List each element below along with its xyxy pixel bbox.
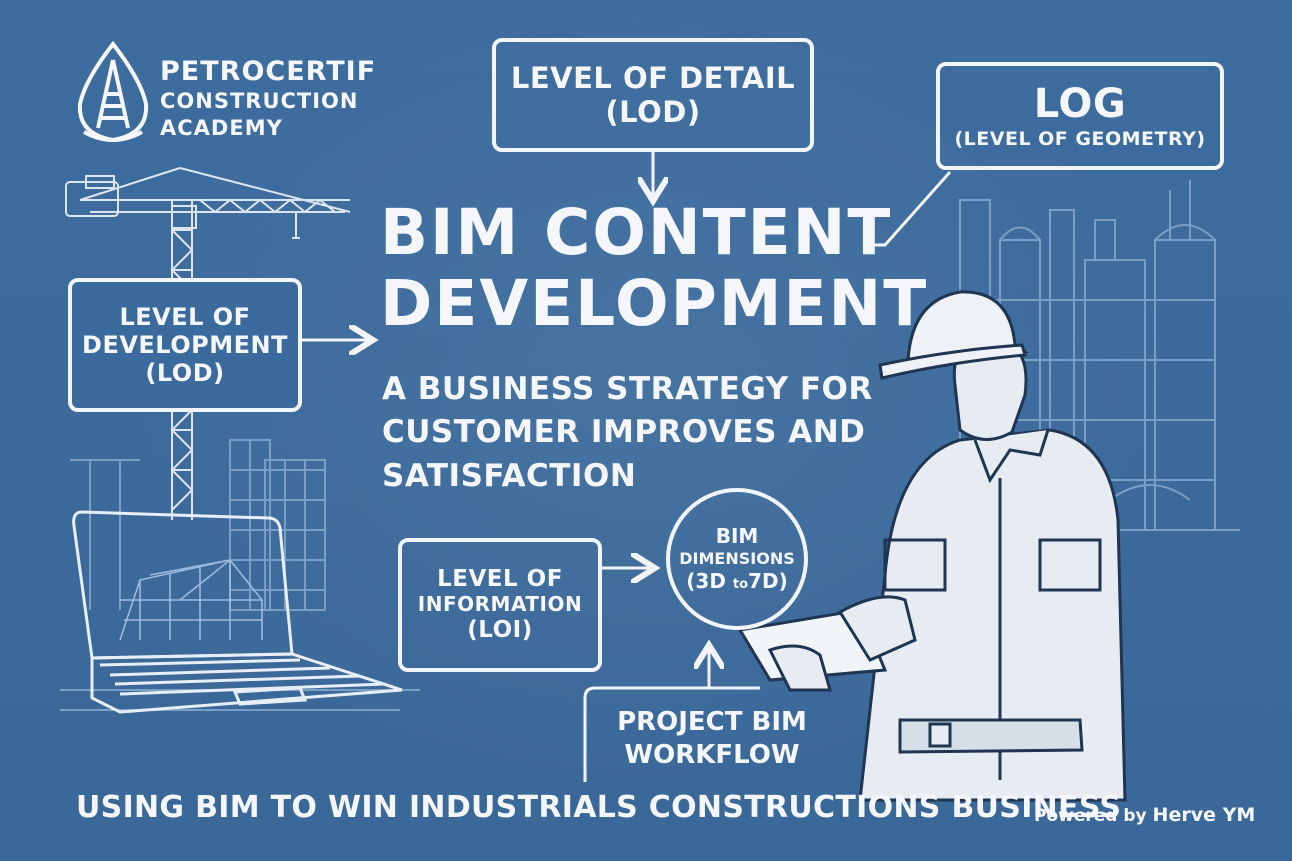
- node-project-workflow: PROJECT BIM WORKFLOW: [600, 706, 824, 771]
- node-workflow-line1: PROJECT BIM: [617, 707, 807, 737]
- node-level-of-information: LEVEL OF INFORMATION (LOI): [398, 538, 602, 672]
- node-dimensions-line3-a: (3D: [686, 569, 733, 593]
- laptop-icon: [72, 510, 403, 714]
- line-log-to-title: [872, 171, 952, 247]
- node-level-of-detail-line2: (LOD): [605, 95, 701, 129]
- logo-name: PETROCERTIF: [160, 56, 377, 87]
- node-information-line1: LEVEL OF: [437, 566, 563, 593]
- footer-credit-name: Herve YM: [1152, 804, 1256, 826]
- node-dimensions-line2: DIMENSIONS: [679, 549, 795, 568]
- footer-credit-prefix: Powered by: [1034, 806, 1153, 826]
- node-log: LOG (LEVEL OF GEOMETRY): [936, 62, 1224, 170]
- node-development-line2: DEVELOPMENT: [82, 330, 288, 359]
- node-development-line1: LEVEL OF: [119, 302, 251, 331]
- workflow-bracket: [583, 686, 760, 782]
- node-log-title: LOG: [1033, 81, 1127, 128]
- logo-subline-2: ACADEMY: [160, 116, 283, 140]
- node-dimensions-line3-b: to: [732, 577, 749, 592]
- buildings-icon: [70, 439, 326, 611]
- engineer-with-tablet-icon: [737, 290, 1127, 802]
- main-subtitle: A BUSINESS STRATEGY FOR CUSTOMER IMPROVE…: [382, 368, 873, 498]
- node-information-line2: INFORMATION: [417, 592, 583, 617]
- node-dimensions-line3: (3D to7D): [686, 569, 787, 594]
- node-level-of-detail: LEVEL OF DETAIL (LOD): [492, 38, 814, 152]
- node-dimensions-line3-c: 7D): [748, 569, 788, 593]
- node-level-of-development: LEVEL OF DEVELOPMENT (LOD): [68, 278, 302, 412]
- main-subtitle-line1: A BUSINESS STRATEGY FOR: [382, 371, 873, 407]
- tower-crane-icon: [65, 167, 351, 520]
- main-title-line2: DEVELOPMENT: [380, 266, 929, 340]
- main-subtitle-line3: SATISFACTION: [382, 457, 637, 494]
- node-log-subtitle: (LEVEL OF GEOMETRY): [954, 128, 1206, 151]
- footer-credit: Powered by Herve YM: [1034, 804, 1255, 826]
- logo-subline: CONSTRUCTION: [160, 89, 359, 113]
- node-information-line3: (LOI): [467, 616, 533, 643]
- main-subtitle-line2: CUSTOMER IMPROVES AND: [382, 414, 866, 451]
- node-development-line3: (LOD): [145, 359, 225, 388]
- node-level-of-detail-line1: LEVEL OF DETAIL: [510, 60, 796, 95]
- node-workflow-line2: WORKFLOW: [624, 739, 800, 770]
- footer-tagline: USING BIM TO WIN INDUSTRIALS CONSTRUCTIO…: [76, 790, 1122, 825]
- main-title: BIM CONTENT DEVELOPMENT: [380, 196, 929, 340]
- main-title-line1: BIM CONTENT: [380, 196, 893, 269]
- node-dimensions-line1: BIM: [715, 524, 759, 548]
- node-bim-dimensions: BIM DIMENSIONS (3D to7D): [666, 488, 808, 630]
